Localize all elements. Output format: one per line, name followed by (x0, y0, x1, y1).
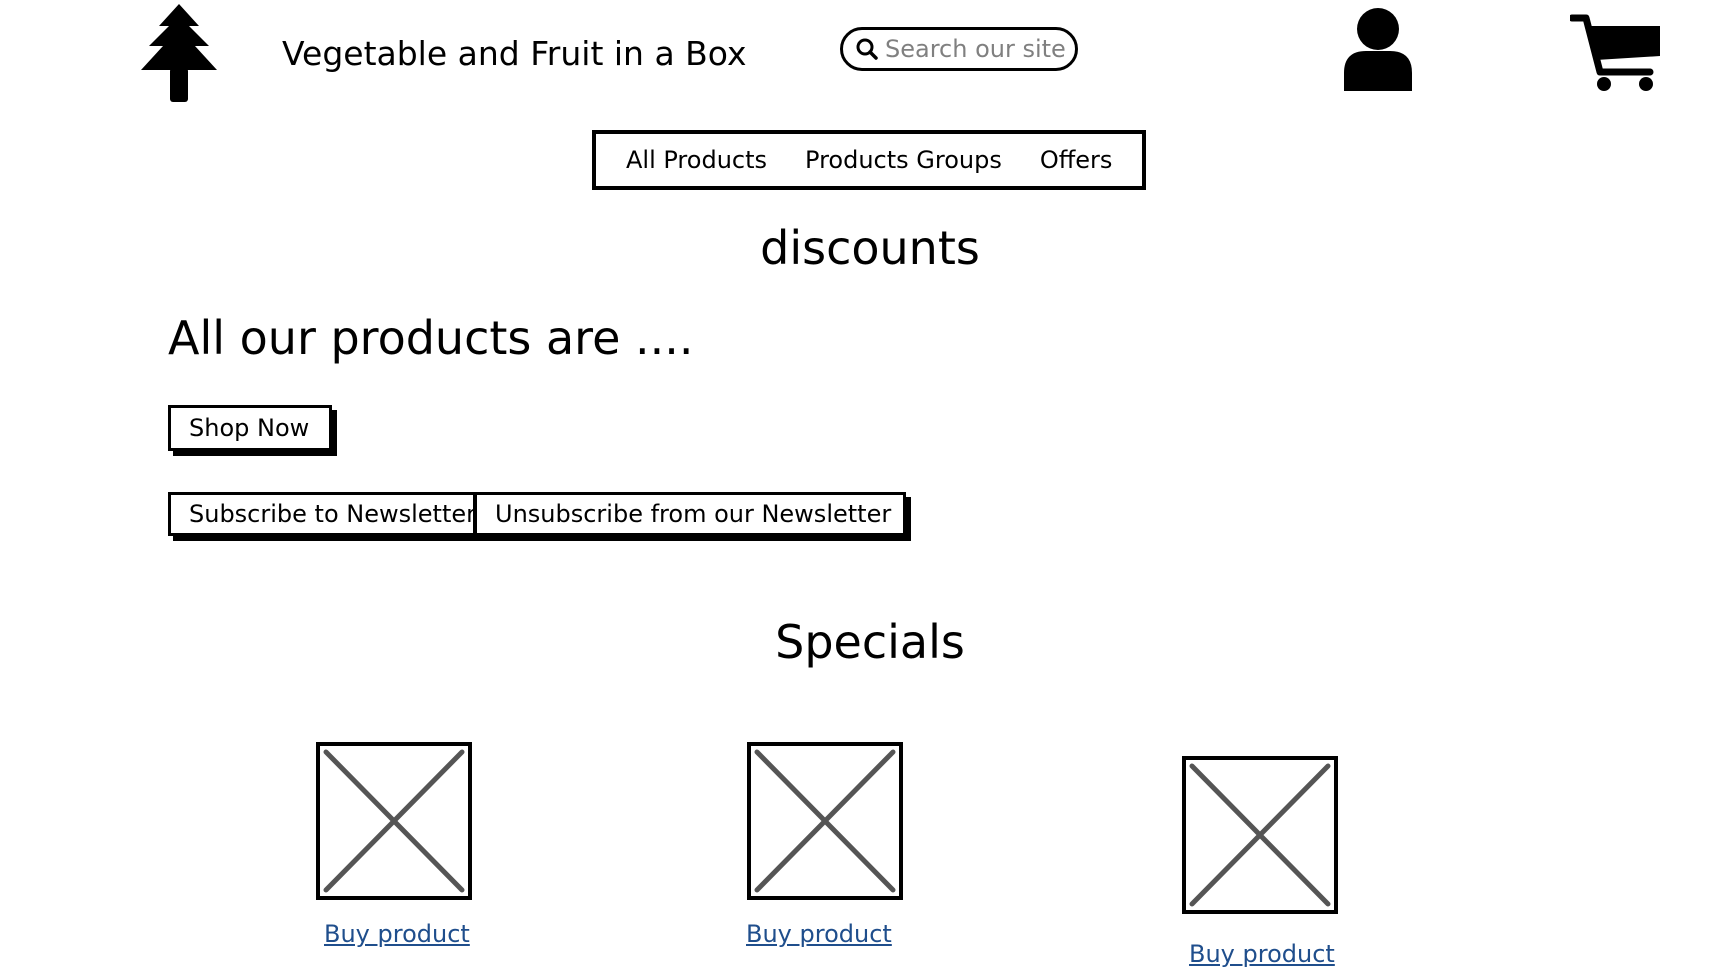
specials-heading: Specials (775, 615, 965, 669)
unsubscribe-newsletter-button[interactable]: Unsubscribe from our Newsletter (474, 492, 906, 536)
search-box[interactable] (840, 27, 1078, 71)
product-image-placeholder[interactable] (747, 742, 903, 900)
main-nav: All Products Products Groups Offers (592, 130, 1146, 190)
nav-item-all-products[interactable]: All Products (626, 146, 768, 174)
tree-logo-icon[interactable] (137, 4, 221, 102)
buy-product-link[interactable]: Buy product (746, 920, 892, 948)
buy-product-link[interactable]: Buy product (1189, 940, 1335, 968)
search-input[interactable] (885, 35, 1065, 63)
user-icon[interactable] (1342, 7, 1414, 91)
hero-text: All our products are .... (168, 311, 694, 365)
product-image-placeholder[interactable] (316, 742, 472, 900)
nav-item-products-groups[interactable]: Products Groups (805, 146, 1002, 174)
buy-product-link[interactable]: Buy product (324, 920, 470, 948)
search-icon (856, 38, 878, 60)
shop-now-button[interactable]: Shop Now (168, 405, 332, 451)
discounts-heading: discounts (760, 221, 980, 275)
subscribe-newsletter-button[interactable]: Subscribe to Newsletter (168, 492, 476, 536)
cart-icon[interactable] (1570, 12, 1662, 92)
nav-item-offers[interactable]: Offers (1039, 146, 1113, 174)
product-image-placeholder[interactable] (1182, 756, 1338, 914)
site-title: Vegetable and Fruit in a Box (282, 34, 747, 73)
